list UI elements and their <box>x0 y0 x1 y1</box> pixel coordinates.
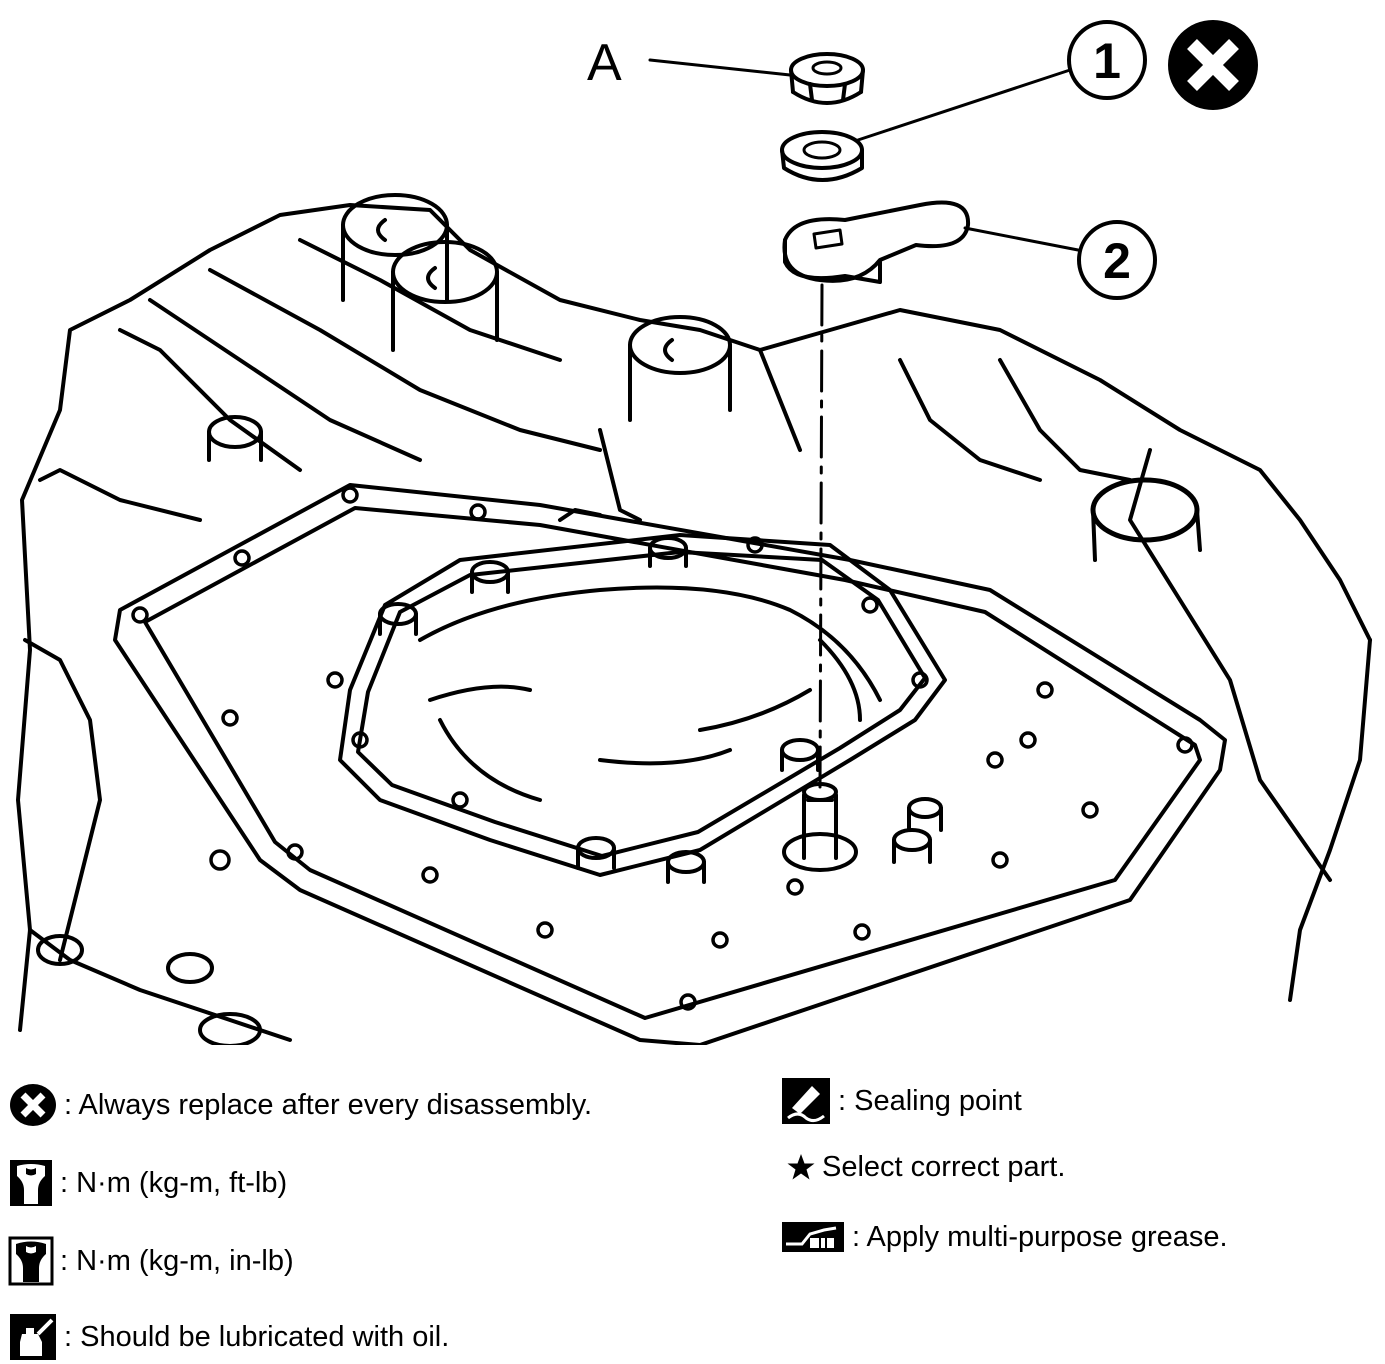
wrench-open-icon <box>10 1160 52 1206</box>
control-valve-body <box>338 428 947 877</box>
legend-replace: : Always replace after every disassembly… <box>8 1078 592 1132</box>
legend-grease: : Apply multi-purpose grease. <box>780 1210 1228 1264</box>
legend: : Always replace after every disassembly… <box>0 1060 1385 1360</box>
callout-1-badge: 1 <box>1067 20 1147 100</box>
washer-part-1 <box>780 130 864 182</box>
legend-torque-ft: : N·m (kg-m, ft-lb) <box>8 1156 287 1210</box>
detent-shaft <box>782 782 858 872</box>
callout-2-badge: 2 <box>1077 220 1157 300</box>
oil-pan-flange <box>113 483 1227 1045</box>
legend-replace-text: : Always replace after every disassembly… <box>64 1088 593 1121</box>
sealant-icon <box>782 1078 830 1124</box>
flange-bolt-holes <box>131 486 1194 1011</box>
transmission-case <box>16 203 1372 1042</box>
x-circle-icon <box>10 1084 56 1126</box>
legend-select-text: Select correct part. <box>822 1150 1066 1183</box>
valve-body-bolts <box>378 536 943 884</box>
legend-sealing: : Sealing point <box>780 1074 1022 1128</box>
oil-can-icon <box>10 1314 56 1360</box>
grease-icon <box>782 1222 844 1252</box>
nut-part-a <box>789 52 865 105</box>
assembly-center-line <box>818 283 824 792</box>
callout-1: 1 <box>1093 33 1121 89</box>
leader-lines <box>648 58 1080 252</box>
legend-torque-in-text: : N·m (kg-m, in-lb) <box>60 1244 294 1277</box>
replace-badge <box>1168 20 1258 110</box>
callout-a: A <box>587 34 622 92</box>
legend-lubricate-text: : Should be lubricated with oil. <box>64 1320 450 1353</box>
legend-select: Select correct part. <box>786 1140 1065 1194</box>
plate-part-2 <box>782 200 971 284</box>
legend-sealing-text: : Sealing point <box>838 1084 1022 1117</box>
case-bosses <box>36 193 1202 1045</box>
legend-grease-text: : Apply multi-purpose grease. <box>852 1220 1228 1253</box>
wrench-solid-icon <box>8 1236 54 1286</box>
callout-2: 2 <box>1103 233 1131 289</box>
legend-torque-in: : N·m (kg-m, in-lb) <box>8 1234 294 1288</box>
transmission-exploded-diagram: A 1 2 <box>16 20 1372 1045</box>
legend-lubricate: : Should be lubricated with oil. <box>8 1310 449 1364</box>
star-icon <box>787 1154 815 1180</box>
legend-torque-ft-text: : N·m (kg-m, ft-lb) <box>60 1166 288 1199</box>
